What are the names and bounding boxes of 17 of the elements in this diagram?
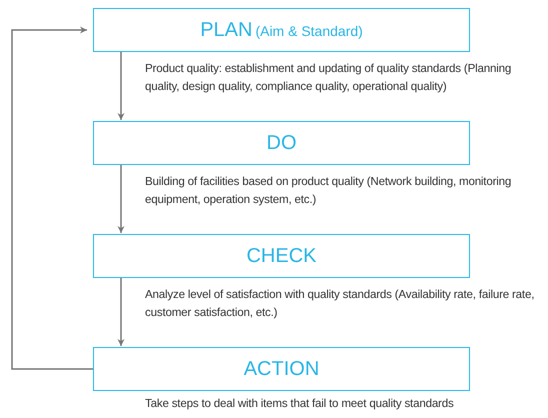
box-title: DO	[266, 132, 296, 154]
box-title: ACTION	[244, 358, 320, 380]
box-subtitle: (Aim & Standard)	[255, 23, 363, 39]
process-box	[93, 347, 470, 391]
arrow	[118, 278, 124, 346]
process-box	[93, 234, 470, 278]
arrow	[118, 165, 124, 233]
box-title: PLAN	[200, 19, 252, 41]
edge-label: Building of facilities based on product quality (Network building, monitoring equipment, operation system, etc.)	[145, 174, 512, 208]
arrow	[118, 52, 124, 120]
process-box	[93, 121, 470, 165]
edge-label: Analyze level of satisfaction with quality standards (Availability rate, failure rate, customer satisfaction, etc.)	[145, 287, 536, 321]
box-title: CHECK	[246, 245, 316, 267]
step-description: Take steps to deal with items that fail to meet quality standards	[145, 396, 455, 412]
arrow	[11, 26, 93, 370]
process-box	[93, 8, 470, 52]
edge-label: Product quality: establishment and updating of quality standards (Planning quality, design quality, compliance quality, operational quality)	[145, 61, 512, 95]
